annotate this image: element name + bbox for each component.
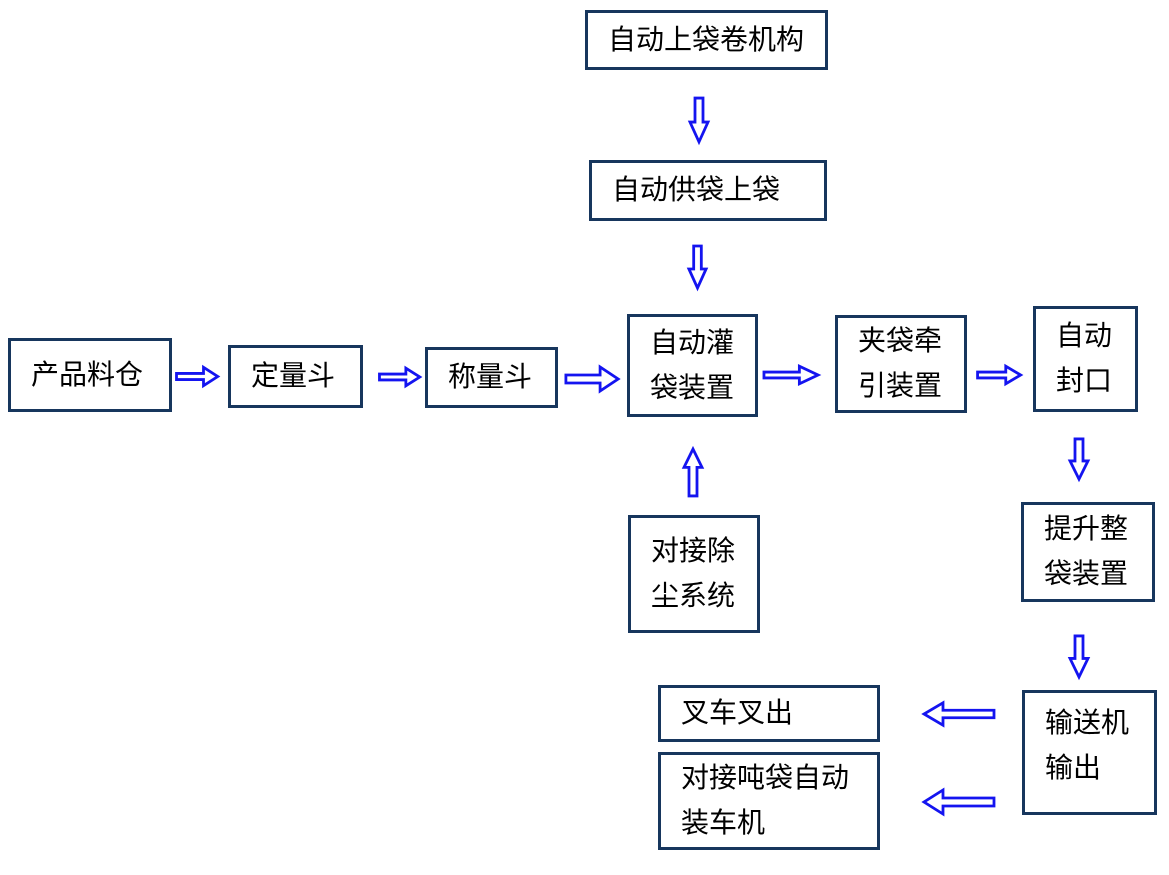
node-label: 定量斗 xyxy=(251,361,336,392)
node-conveyor-output: 输送机 输出 xyxy=(1022,690,1157,815)
node-label: 输送机 xyxy=(1045,708,1130,739)
node-dust-removal-docking: 对接除 尘系统 xyxy=(628,515,760,633)
arrow-conveyor-to-forklift xyxy=(922,700,996,728)
node-ton-bag-truck-loader: 对接吨袋自动 装车机 xyxy=(658,752,880,850)
node-label: 叉车叉出 xyxy=(681,698,794,729)
node-label: 自动上袋卷机构 xyxy=(608,24,805,56)
node-forklift-out: 叉车叉出 xyxy=(658,685,880,742)
node-label: 装车机 xyxy=(681,808,766,839)
node-label: 产品料仓 xyxy=(31,359,144,391)
node-label: 袋装置 xyxy=(1044,559,1129,590)
node-bag-clamp-traction: 夹袋牵 引装置 xyxy=(835,315,967,413)
node-auto-sealing: 自动 封口 xyxy=(1033,306,1138,412)
node-auto-bag-roll-mechanism: 自动上袋卷机构 xyxy=(585,10,828,70)
arrow-weighing-to-filling xyxy=(564,364,621,394)
node-label: 称量斗 xyxy=(448,362,533,393)
node-label: 封口 xyxy=(1056,366,1113,397)
node-label: 袋装置 xyxy=(650,372,735,404)
arrow-dust-to-filling xyxy=(683,447,703,498)
arrow-sealing-to-lifting xyxy=(1068,437,1090,481)
node-label: 引装置 xyxy=(858,371,943,402)
node-auto-bag-filling: 自动灌 袋装置 xyxy=(627,314,758,417)
node-weighing-hopper: 称量斗 xyxy=(425,347,558,408)
node-label: 自动灌 xyxy=(650,327,735,359)
node-label: 提升整 xyxy=(1044,514,1129,545)
node-label: 自动供袋上袋 xyxy=(612,175,781,206)
node-auto-bag-supply: 自动供袋上袋 xyxy=(589,160,827,221)
arrow-conveyor-to-loader xyxy=(922,787,996,817)
arrow-filling-to-clamp xyxy=(762,364,821,386)
node-label: 对接除 xyxy=(651,536,736,567)
arrow-roll-to-supply xyxy=(688,96,710,144)
node-label: 夹袋牵 xyxy=(858,326,943,357)
node-label: 尘系统 xyxy=(651,581,736,612)
node-label: 自动 xyxy=(1056,321,1113,352)
node-label: 对接吨袋自动 xyxy=(681,763,850,794)
arrow-silo-to-quantitative xyxy=(175,365,220,388)
arrow-supply-to-filling xyxy=(687,244,708,290)
node-product-silo: 产品料仓 xyxy=(8,338,172,412)
node-quantitative-hopper: 定量斗 xyxy=(228,345,363,408)
arrow-quantitative-to-weighing xyxy=(378,366,422,388)
arrow-clamp-to-sealing xyxy=(976,364,1023,386)
arrow-lifting-to-conveyor xyxy=(1068,634,1090,679)
node-bag-lifting: 提升整 袋装置 xyxy=(1021,502,1155,602)
node-label: 输出 xyxy=(1045,753,1102,784)
